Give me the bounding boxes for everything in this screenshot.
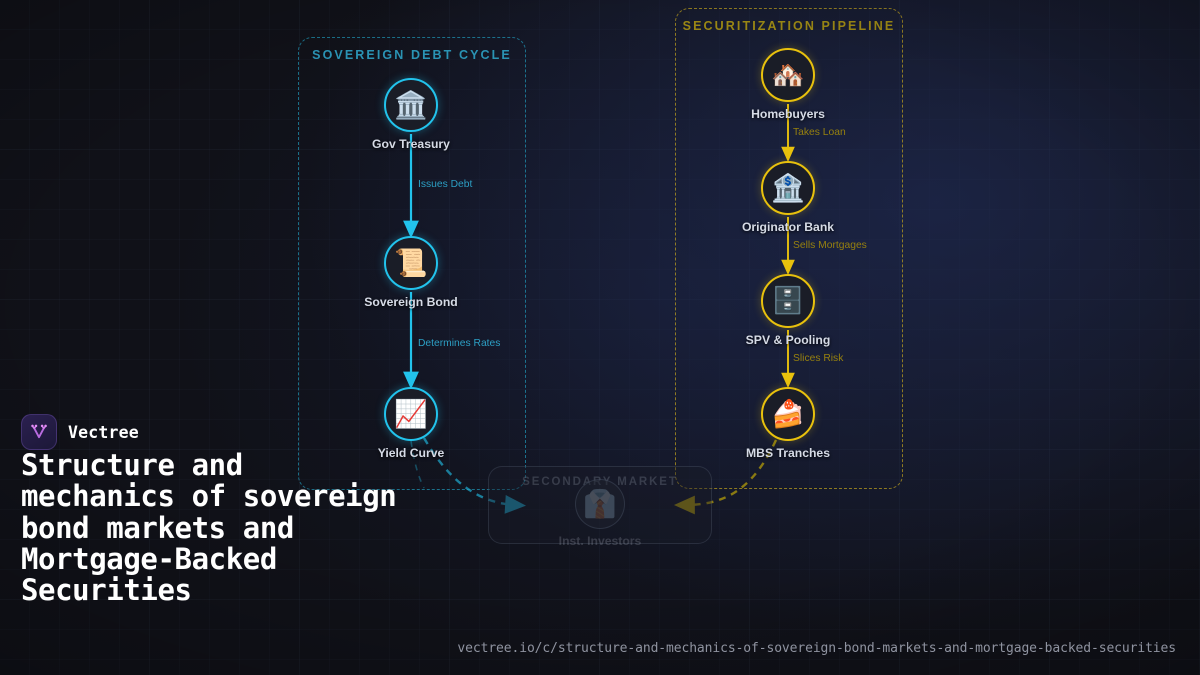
edge-label-takes-loan: Takes Loan [793,127,846,138]
node-gov-treasury[interactable]: 🏛️ Gov Treasury [372,78,450,151]
edge-label-issues-debt: Issues Debt [418,179,473,190]
node-label: Originator Bank [741,220,835,234]
brand-name: Vectree [68,422,139,442]
houses-icon: 🏘️ [771,59,805,91]
node-spv-pooling[interactable]: 🗄️ SPV & Pooling [746,274,830,347]
node-label: Gov Treasury [372,137,450,151]
bank-icon: 🏦 [771,172,805,204]
node-circle[interactable]: 📈 [384,387,438,441]
node-inst-investors[interactable]: 👔 Inst. Investors [559,479,641,548]
node-label: Inst. Investors [558,534,642,548]
necktie-icon: 👔 [583,488,617,520]
node-circle[interactable]: 🏛️ [384,78,438,132]
group-title-sovereign: SOVEREIGN DEBT CYCLE [312,48,512,62]
node-yield-curve[interactable]: 📈 Yield Curve [378,387,444,460]
node-label: Sovereign Bond [364,295,458,309]
edge-label-determines-rates: Determines Rates [418,338,501,349]
footer-url: vectree.io/c/structure-and-mechanics-of-… [457,641,1176,656]
node-circle[interactable]: 👔 [575,479,625,529]
node-homebuyers[interactable]: 🏘️ Homebuyers [751,48,825,121]
edge-label-slices-risk: Slices Risk [793,353,844,364]
cake-slice-icon: 🍰 [771,398,805,430]
node-circle[interactable]: 📜 [384,236,438,290]
node-label: MBS Tranches [746,446,830,460]
node-sovereign-bond[interactable]: 📜 Sovereign Bond [364,236,458,309]
classical-building-icon: 🏛️ [394,89,428,121]
page-title: Structure and mechanics of sovereign bon… [21,448,397,608]
node-circle[interactable]: 🗄️ [761,274,815,328]
node-originator-bank[interactable]: 🏦 Originator Bank [742,161,834,234]
chart-increasing-icon: 📈 [394,398,428,430]
vectree-logo-icon [21,414,57,450]
node-circle[interactable]: 🏦 [761,161,815,215]
node-circle[interactable]: 🏘️ [761,48,815,102]
node-mbs-tranches[interactable]: 🍰 MBS Tranches [746,387,830,460]
node-circle[interactable]: 🍰 [761,387,815,441]
node-label: SPV & Pooling [745,333,831,347]
file-cabinet-icon: 🗄️ [771,286,805,316]
brand-row: Vectree [21,414,139,450]
scroll-icon: 📜 [394,247,428,279]
node-label: Homebuyers [751,107,825,121]
edge-label-sells-mortgages: Sells Mortgages [793,240,867,251]
group-title-securitization: SECURITIZATION PIPELINE [682,19,896,33]
